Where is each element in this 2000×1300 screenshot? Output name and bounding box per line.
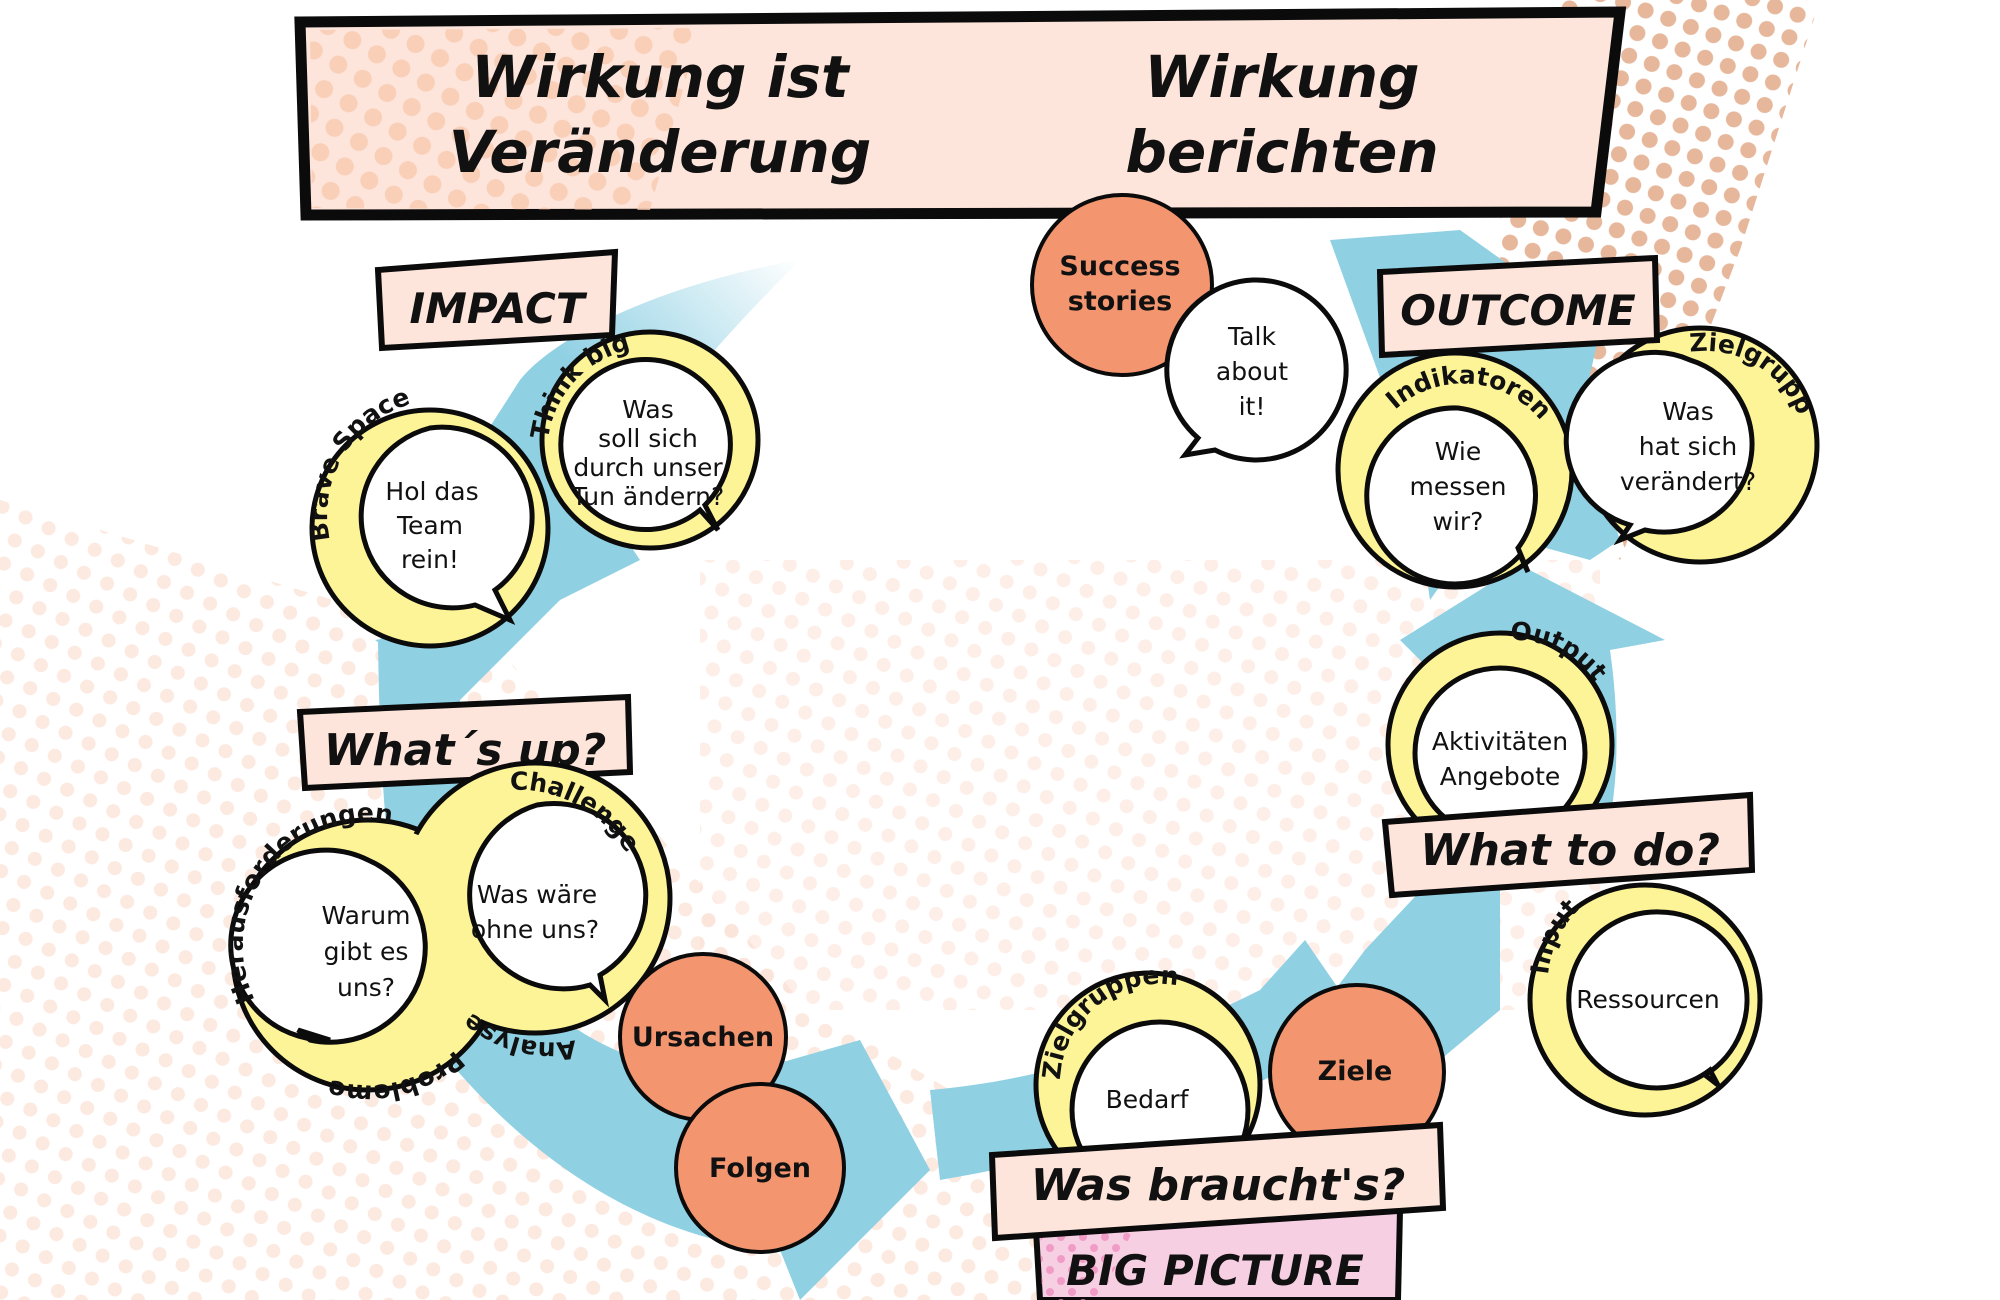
bubble-text-think-line1: Was [622, 395, 673, 424]
bubble-text-challenge-line2: ohne uns? [471, 915, 599, 944]
bubble-text-brave-line2: Team [396, 511, 463, 540]
bubble-text-think-line4: Tun ändern? [571, 482, 724, 511]
bubble-text-zielgruppe-line2: hat sich [1639, 432, 1737, 461]
what-to-do-label: What to do? [1420, 825, 1720, 876]
bubble-text-indikatoren-line1: Wie [1435, 437, 1482, 466]
bubble-text-brave-line3: rein! [401, 545, 459, 574]
bubble-output: Output Aktivitäten Angebote [1385, 617, 1615, 860]
circle-text-folgen: Folgen [709, 1153, 811, 1184]
bubble-brave-space: Brave Space Hol das Team rein! [304, 382, 551, 649]
circle-text-success: Success [1059, 251, 1180, 282]
stage-report: Success stories Talk about it! [1030, 193, 1349, 463]
bubble-text-zielgruppe-line1: Was [1662, 397, 1713, 426]
bubble-text-talk-line2: about [1216, 357, 1288, 386]
bubble-indikatoren: Indikatoren Wie messen wir? [1335, 350, 1575, 590]
bubble-text-brave-line1: Hol das [385, 477, 478, 506]
circle-text-ursachen: Ursachen [632, 1022, 774, 1053]
header-right-line2: berichten [1125, 118, 1438, 186]
bubble-text-challenge-line1: Was wäre [477, 880, 597, 909]
header-left-line2: Veränderung [449, 118, 872, 186]
was-brauchts-label: Was braucht's? [1031, 1160, 1406, 1211]
bubble-text-think-line2: soll sich [598, 424, 698, 453]
bubble-text-warum-line3: uns? [337, 973, 395, 1002]
bubble-text-bedarf: Bedarf [1106, 1085, 1190, 1114]
bubble-text-think-line3: durch unser [573, 453, 723, 482]
bubble-text-indikatoren-line3: wir? [1433, 507, 1484, 536]
stage-whats-up: What´s up? Herausforderungen Probleme Wa… [220, 693, 846, 1254]
bubble-talk-about-it: Talk about it! [1164, 277, 1349, 463]
big-picture-label: BIG PICTURE [1066, 1246, 1364, 1295]
circle-success-stories: Success stories [1030, 193, 1214, 377]
bubble-text-warum-line2: gibt es [324, 937, 409, 966]
bubble-text-warum-line1: Warum [322, 901, 411, 930]
bubble-text-indikatoren-line2: messen [1409, 472, 1506, 501]
header-left-line1: Wirkung ist [471, 43, 851, 111]
bubble-input: Input Ressourcen [1525, 882, 1763, 1118]
header-right-line1: Wirkung [1144, 43, 1419, 111]
circle-folgen: Folgen [674, 1082, 846, 1254]
header-banner: Wirkung ist Veränderung Wirkung berichte… [294, 6, 1627, 221]
circle-text-ziele: Ziele [1318, 1056, 1393, 1087]
circle-text-stories: stories [1068, 286, 1172, 317]
bubble-text-talk-line1: Talk [1227, 322, 1276, 351]
stage-was-brauchts: Zielgruppen Bedarf Ziele BIG PICTURE Was… [988, 961, 1447, 1300]
bubble-text-ressourcen: Ressourcen [1576, 985, 1720, 1014]
outcome-label: OUTCOME [1400, 286, 1636, 335]
impact-label: IMPACT [409, 284, 587, 333]
bubble-text-output-line2: Angebote [1440, 762, 1561, 791]
bubble-text-talk-line3: it! [1239, 392, 1266, 421]
stage-what-to-do: Output Aktivitäten Angebote Input Ressou… [1381, 617, 1763, 1118]
bubble-text-zielgruppe-line3: verändert? [1620, 467, 1756, 496]
bubble-text-output-line1: Aktivitäten [1432, 727, 1568, 756]
